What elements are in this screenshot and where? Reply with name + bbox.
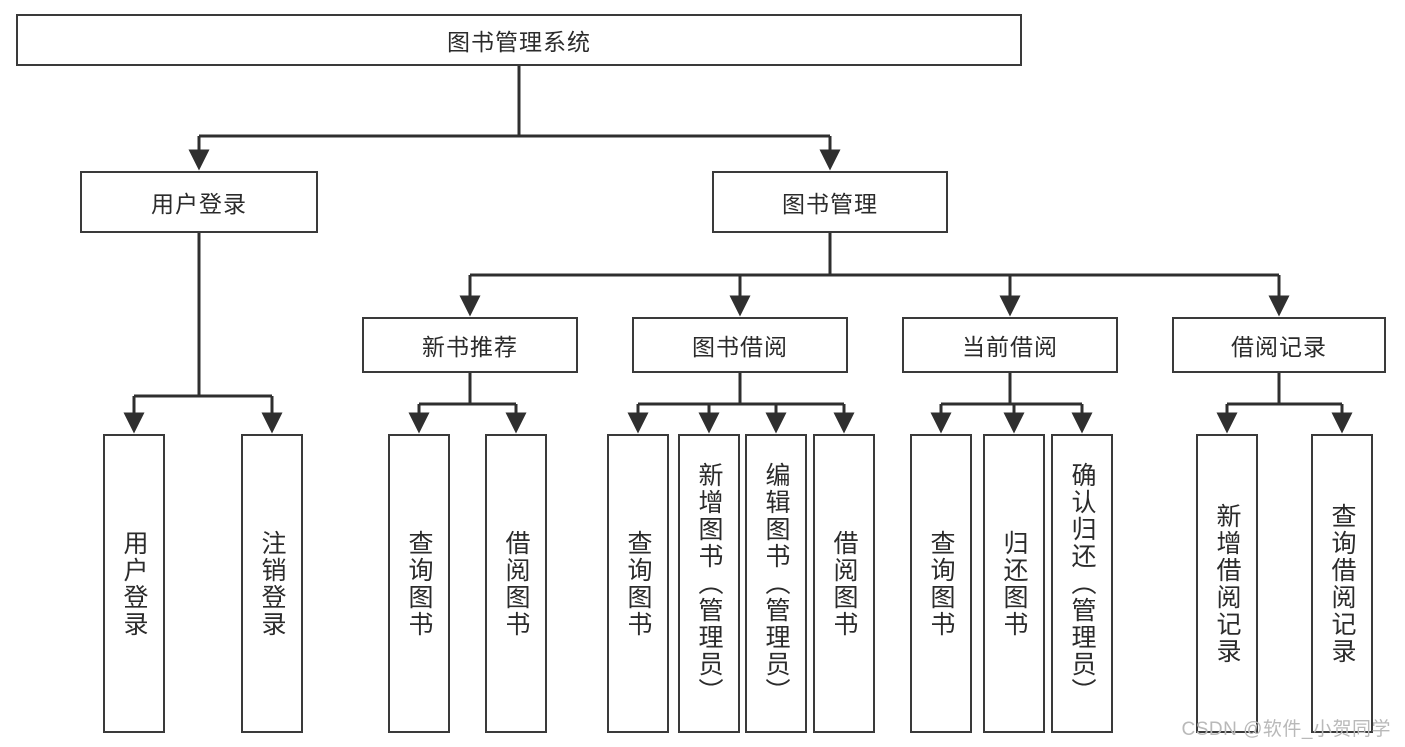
node-borrow-record[interactable]: 借阅记录 (1172, 317, 1386, 373)
leaf-node-borrow-book-recommend[interactable]: 借阅图书 (485, 434, 547, 733)
node-current-borrow[interactable]: 当前借阅 (902, 317, 1118, 373)
leaf-node-borrow-book[interactable]: 借阅图书 (813, 434, 875, 733)
node-label: 归还图书 (1000, 529, 1028, 638)
node-label: 借阅图书 (830, 529, 858, 638)
leaf-node-query-book-recommend[interactable]: 查询图书 (388, 434, 450, 733)
node-label: 借阅图书 (502, 529, 530, 638)
node-label: 图书管理系统 (447, 29, 591, 55)
leaf-node-query-book-current[interactable]: 查询图书 (910, 434, 972, 733)
leaf-node-query-book-borrow[interactable]: 查询图书 (607, 434, 669, 733)
node-label: 图书管理 (782, 191, 878, 217)
node-new-book-recommend[interactable]: 新书推荐 (362, 317, 578, 373)
node-label: 编辑图书（管理员） (762, 462, 790, 705)
node-label: 新增借阅记录 (1213, 502, 1241, 665)
node-label: 查询图书 (624, 529, 652, 638)
node-root-book-management-system[interactable]: 图书管理系统 (16, 14, 1022, 66)
leaf-node-query-borrow-record[interactable]: 查询借阅记录 (1311, 434, 1373, 733)
node-label: 新书推荐 (422, 334, 518, 360)
node-label: 借阅记录 (1231, 334, 1327, 360)
node-label: 查询图书 (405, 529, 433, 638)
node-label: 用户登录 (151, 191, 247, 217)
watermark-text: CSDN @软件_小贺同学 (1181, 719, 1391, 740)
node-user-login[interactable]: 用户登录 (80, 171, 318, 233)
node-label: 查询图书 (927, 529, 955, 638)
node-label: 用户登录 (120, 529, 148, 638)
leaf-node-add-book-admin[interactable]: 新增图书（管理员） (678, 434, 740, 733)
leaf-node-add-borrow-record[interactable]: 新增借阅记录 (1196, 434, 1258, 733)
node-label: 当前借阅 (962, 334, 1058, 360)
node-label: 新增图书（管理员） (695, 462, 723, 705)
node-label: 图书借阅 (692, 334, 788, 360)
node-book-management[interactable]: 图书管理 (712, 171, 948, 233)
leaf-node-user-logout[interactable]: 注销登录 (241, 434, 303, 733)
leaf-node-return-book[interactable]: 归还图书 (983, 434, 1045, 733)
node-label: 查询借阅记录 (1328, 502, 1356, 665)
leaf-node-user-login[interactable]: 用户登录 (103, 434, 165, 733)
leaf-node-edit-book-admin[interactable]: 编辑图书（管理员） (745, 434, 807, 733)
leaf-node-confirm-return-admin[interactable]: 确认归还（管理员） (1051, 434, 1113, 733)
node-label: 确认归还（管理员） (1068, 462, 1096, 705)
node-book-borrow[interactable]: 图书借阅 (632, 317, 848, 373)
node-label: 注销登录 (258, 529, 286, 638)
